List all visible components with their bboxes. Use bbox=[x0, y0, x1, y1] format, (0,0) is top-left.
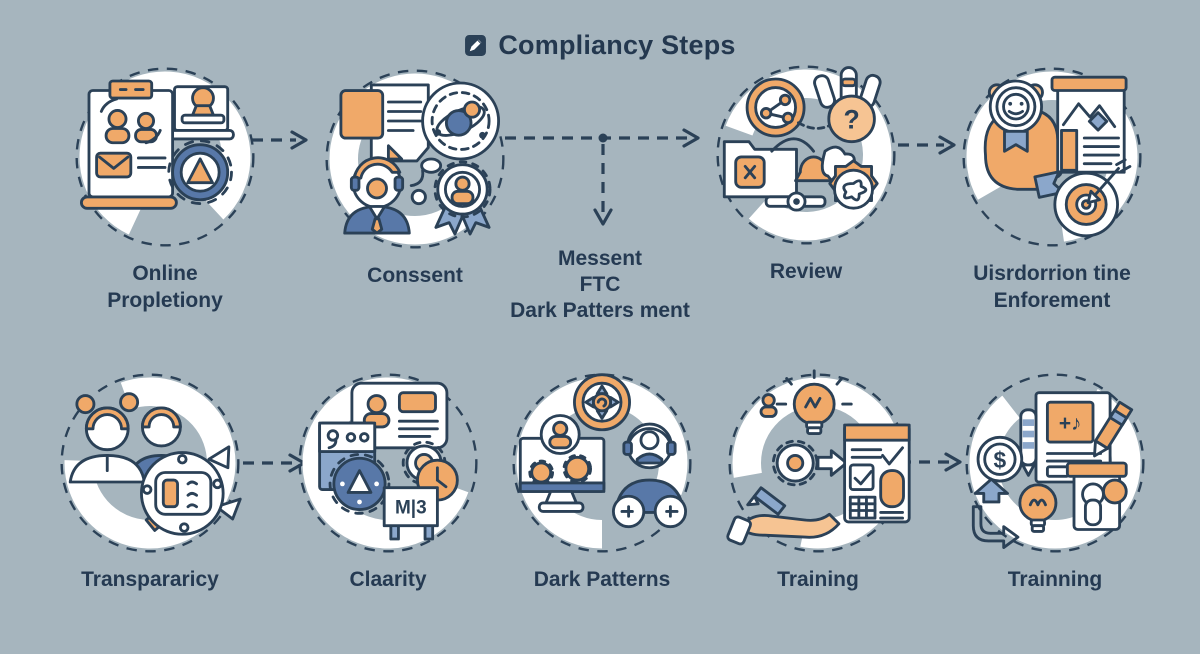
step-online-propletiony: Online Propletiony bbox=[55, 62, 275, 314]
step-enforement: Uisrdorrion tine Enforement bbox=[942, 62, 1162, 314]
growth-arrows-icon bbox=[971, 477, 1020, 549]
support-person-icon bbox=[611, 422, 688, 529]
folder-alert-icon bbox=[722, 137, 834, 212]
step-label: Training bbox=[777, 568, 859, 591]
gear-arrow-icon bbox=[771, 439, 848, 487]
step-transpararicy: Transpararicy bbox=[40, 368, 260, 593]
step-claarity: M|3 Claarity bbox=[278, 368, 498, 593]
people-inspection-icon bbox=[60, 373, 242, 553]
monitor-icon bbox=[518, 414, 606, 513]
compass-icon bbox=[573, 373, 631, 432]
edit-icon bbox=[464, 34, 487, 57]
gear-warning-icon bbox=[167, 139, 233, 205]
step-label: Online Propletiony bbox=[107, 262, 223, 312]
gauge-icon bbox=[328, 453, 391, 515]
review-folder-alert-icon: ? bbox=[716, 65, 896, 245]
step-conssent: Conssent bbox=[305, 64, 525, 289]
ftc-note: Messent FTC Dark Patters ment bbox=[510, 247, 690, 322]
laptop-base bbox=[79, 195, 178, 210]
document-people-icon bbox=[87, 79, 175, 199]
enforcement-target-chart-icon bbox=[962, 67, 1142, 247]
jar-lock-icon bbox=[1065, 461, 1128, 531]
pen-icon bbox=[1019, 408, 1038, 477]
dashed-arrow-down-icon bbox=[593, 144, 613, 226]
sign-icon: M|3 bbox=[382, 486, 439, 541]
svg-text:$: $ bbox=[994, 447, 1007, 473]
page-title: Compliancy Steps bbox=[0, 30, 1200, 61]
step-label: Review bbox=[769, 260, 843, 283]
svg-text:M|3: M|3 bbox=[395, 497, 427, 518]
dollar-coin-icon: $ bbox=[976, 435, 1024, 483]
title-text: Compliancy Steps bbox=[498, 30, 736, 60]
lightbulb-icon bbox=[1018, 483, 1058, 533]
checklist-doc-icon bbox=[843, 423, 911, 524]
id-card-gauge-icon: M|3 bbox=[298, 373, 478, 553]
person-small-icon bbox=[759, 393, 778, 418]
document-icon bbox=[339, 83, 430, 163]
svg-text:+♪: +♪ bbox=[1059, 412, 1082, 435]
step-review: ? Review bbox=[696, 60, 916, 285]
chart-doc-icon bbox=[1050, 75, 1128, 174]
open-hand-icon bbox=[726, 512, 841, 546]
monitor-support-compass-icon bbox=[512, 373, 692, 553]
audit-document-gear-icon bbox=[75, 67, 255, 247]
step-training: Training bbox=[708, 368, 928, 593]
two-people-icon bbox=[68, 392, 196, 484]
lightbulb-icon bbox=[775, 369, 853, 435]
person-icon bbox=[343, 156, 411, 235]
laptop-stamp-icon bbox=[165, 85, 235, 141]
step-label: Claarity bbox=[349, 568, 427, 591]
hand-gear-checklist-icon bbox=[726, 369, 911, 553]
head-badge-icon bbox=[983, 79, 1069, 191]
step-label: Dark Patterns bbox=[533, 568, 671, 591]
speech-bubbles-icon bbox=[409, 157, 443, 206]
pencil-icon bbox=[746, 486, 787, 516]
consent-person-document-icon bbox=[325, 69, 505, 249]
step-dark-patterns: Dark Patterns bbox=[492, 368, 712, 593]
step-label: Trainning bbox=[1007, 568, 1103, 591]
document-coin-ideas-icon: +♪ $ bbox=[965, 373, 1145, 553]
step-label: Uisrdorrion tine Enforement bbox=[973, 262, 1131, 312]
dashed-arrow-right-icon bbox=[505, 128, 700, 148]
question-icon: ? bbox=[827, 94, 876, 144]
inspection-device-icon bbox=[140, 445, 242, 536]
gear-clock-icon bbox=[401, 440, 459, 502]
step-label: Conssent bbox=[367, 264, 463, 287]
step-trainning: +♪ $ bbox=[945, 368, 1165, 593]
share-network-icon bbox=[745, 77, 836, 138]
certified-badge-icon bbox=[433, 160, 492, 236]
svg-text:?: ? bbox=[843, 104, 859, 134]
target-dart-icon bbox=[1033, 158, 1132, 238]
pencil-icon bbox=[1093, 400, 1134, 458]
step-label: Transpararicy bbox=[81, 568, 219, 591]
orbit-icon bbox=[421, 81, 501, 161]
fan-badge-icon bbox=[828, 159, 879, 210]
